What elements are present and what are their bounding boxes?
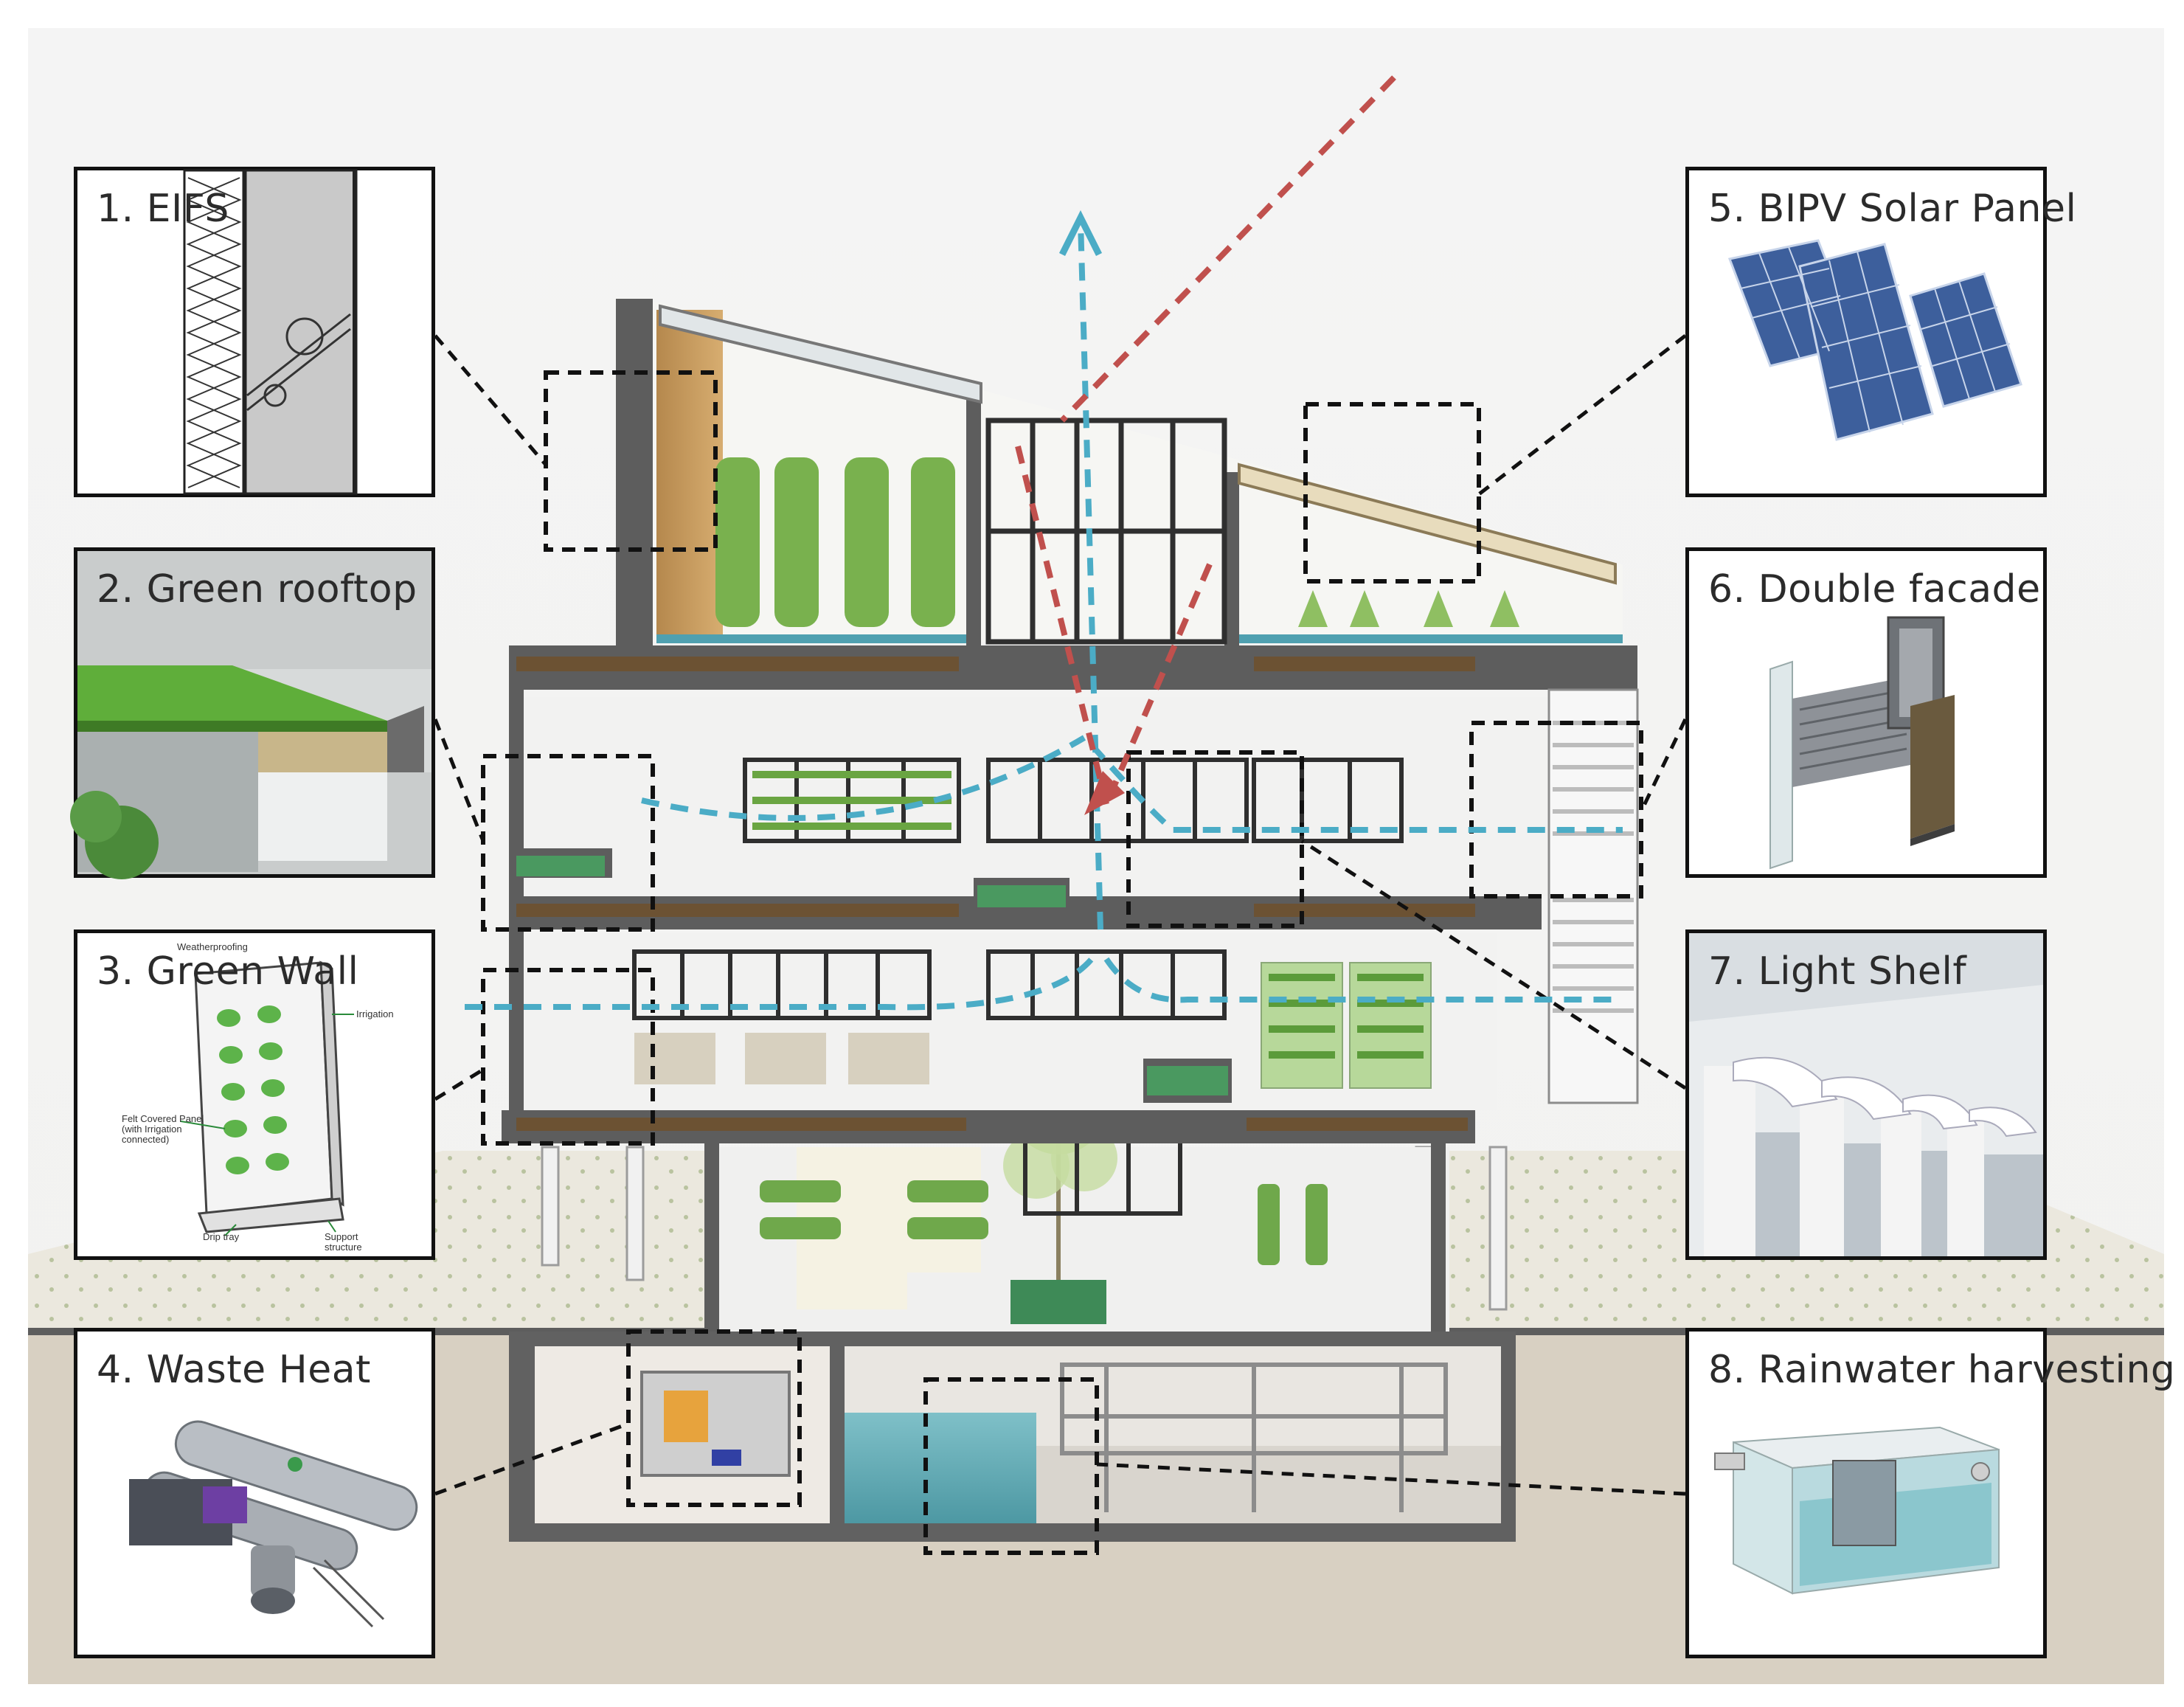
- green-wall-note-irrigation: Irrigation: [356, 1008, 394, 1019]
- panel-label-waste-heat: 4. Waste Heat: [97, 1348, 371, 1392]
- heat-recovery-unit-icon: [77, 1332, 431, 1655]
- basement: [509, 1332, 1516, 1542]
- sunlight-arrows: [1015, 75, 1396, 806]
- callout-waste-heat: [626, 1329, 802, 1507]
- panel-green-wall: 3. Green Wall Weatherproofing Irrigation…: [74, 929, 435, 1260]
- callout-green-rooftop: [481, 754, 655, 932]
- green-roof-slab-icon: [70, 551, 431, 879]
- airflow-arrows: [465, 221, 1623, 1011]
- double-facade-section-icon: [1689, 551, 2043, 874]
- callout-light-shelf: [1126, 750, 1304, 928]
- panel-waste-heat: 4. Waste Heat: [74, 1328, 435, 1658]
- callout-double-facade: [1469, 721, 1643, 898]
- green-wall-note-top: Weatherproofing: [177, 941, 248, 952]
- callout-green-wall: [481, 968, 655, 1146]
- rainwater-tank-icon: [1689, 1332, 2043, 1655]
- airflow-arrowhead: [1058, 210, 1103, 257]
- panel-rainwater: 8. Rainwater harvesting: [1685, 1328, 2175, 1658]
- panel-label-green-rooftop: 2. Green rooftop: [97, 567, 417, 612]
- solar-panels-icon: [1689, 170, 2043, 494]
- callout-eifs: [544, 370, 718, 552]
- green-wall-note-drip: Drip tray: [203, 1231, 240, 1242]
- green-wall-note-support: Support structure: [325, 1231, 362, 1253]
- panel-eifs: 1. EIFS: [74, 167, 435, 497]
- panel-bipv: 5. BIPV Solar Panel: [1685, 167, 2076, 497]
- eifs-wall-section-icon: [183, 169, 358, 495]
- panel-label-bipv: 5. BIPV Solar Panel: [1708, 187, 2077, 231]
- panel-double-facade: 6. Double facade: [1685, 547, 2047, 878]
- leader-lines: [433, 334, 1688, 1496]
- sunlight-arrowhead: [1084, 771, 1125, 815]
- panel-label-double-facade: 6. Double facade: [1708, 567, 2041, 612]
- light-shelf-icon: [1689, 933, 2043, 1256]
- panel-label-eifs: 1. EIFS: [97, 187, 229, 231]
- callout-rainwater: [923, 1377, 1099, 1555]
- panel-label-light-shelf: 7. Light Shelf: [1708, 949, 1967, 994]
- green-wall-note-felt: Felt Covered Panel (with Irrigation conn…: [122, 1113, 204, 1145]
- panel-green-rooftop: 2. Green rooftop: [70, 547, 435, 879]
- panel-label-rainwater: 8. Rainwater harvesting: [1708, 1348, 2176, 1392]
- green-wall-module-icon: [77, 933, 431, 1256]
- callout-boxes: [481, 370, 1643, 1555]
- panel-light-shelf: 7. Light Shelf: [1685, 929, 2047, 1260]
- panel-label-green-wall: 3. Green Wall: [97, 949, 359, 994]
